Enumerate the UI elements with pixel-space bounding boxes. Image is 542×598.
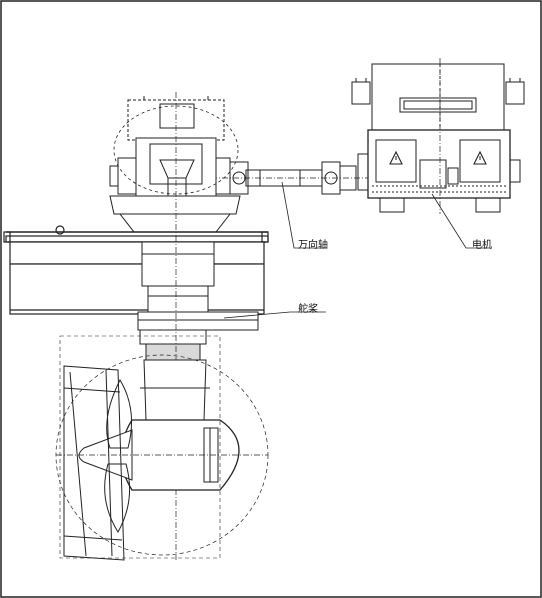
warning-triangle-icon	[389, 150, 403, 165]
propulsor-strut	[143, 359, 207, 421]
motor-rear-flange	[509, 159, 521, 183]
gearbox-input-housing	[215, 157, 231, 195]
lifting-eye-icon	[55, 225, 65, 235]
gearbox-top-cover	[159, 103, 195, 129]
leader-lines	[223, 181, 490, 319]
cardan-shaft-group	[200, 161, 368, 195]
motor-junction-box	[419, 159, 447, 189]
deck-plate	[5, 235, 269, 243]
motor-nameplate-inner	[403, 100, 473, 110]
motor-top-housing	[371, 63, 505, 131]
hull-well-lower	[9, 263, 265, 315]
steering-column-middle	[147, 285, 209, 313]
propulsor-group	[55, 335, 269, 561]
motor-group	[351, 58, 525, 214]
steering-column-upper	[141, 241, 215, 287]
gearbox-base-flange	[109, 195, 241, 215]
motor-nameplate	[399, 97, 477, 113]
motor-lug-left	[351, 81, 371, 105]
motor-cable-gland	[447, 167, 459, 185]
propeller-blade	[106, 378, 133, 449]
deck-bracket-right	[261, 231, 269, 243]
column-collar	[145, 343, 201, 361]
propulsor-envelope	[59, 335, 221, 559]
propeller-blade	[104, 463, 131, 533]
rudder-propeller-flange	[137, 311, 259, 331]
leader-cardan-shaft	[281, 181, 326, 249]
label-rudder-propeller: 舵桨	[298, 304, 318, 315]
label-motor: 电机	[472, 240, 492, 251]
steering-column-group	[137, 236, 259, 560]
upper-gearbox-group	[109, 92, 241, 240]
gearbox-swing-outline	[113, 105, 239, 195]
motor-lug-right	[505, 81, 525, 105]
warning-triangle-icon	[473, 150, 487, 165]
motor-front-flange	[357, 153, 369, 191]
motor-terminal-box-left	[375, 139, 417, 183]
deck-bracket-left	[3, 231, 11, 243]
hull-platform-group	[3, 225, 269, 315]
gearbox-side-cap-left	[109, 165, 119, 187]
motor-terminal-box-right	[459, 139, 501, 183]
leader-motor	[431, 193, 490, 249]
propeller-nozzle	[63, 365, 125, 561]
hull-well-upper	[9, 241, 265, 265]
leader-rudder-propeller	[223, 311, 326, 319]
label-cardan-shaft: 万向轴	[298, 240, 328, 251]
